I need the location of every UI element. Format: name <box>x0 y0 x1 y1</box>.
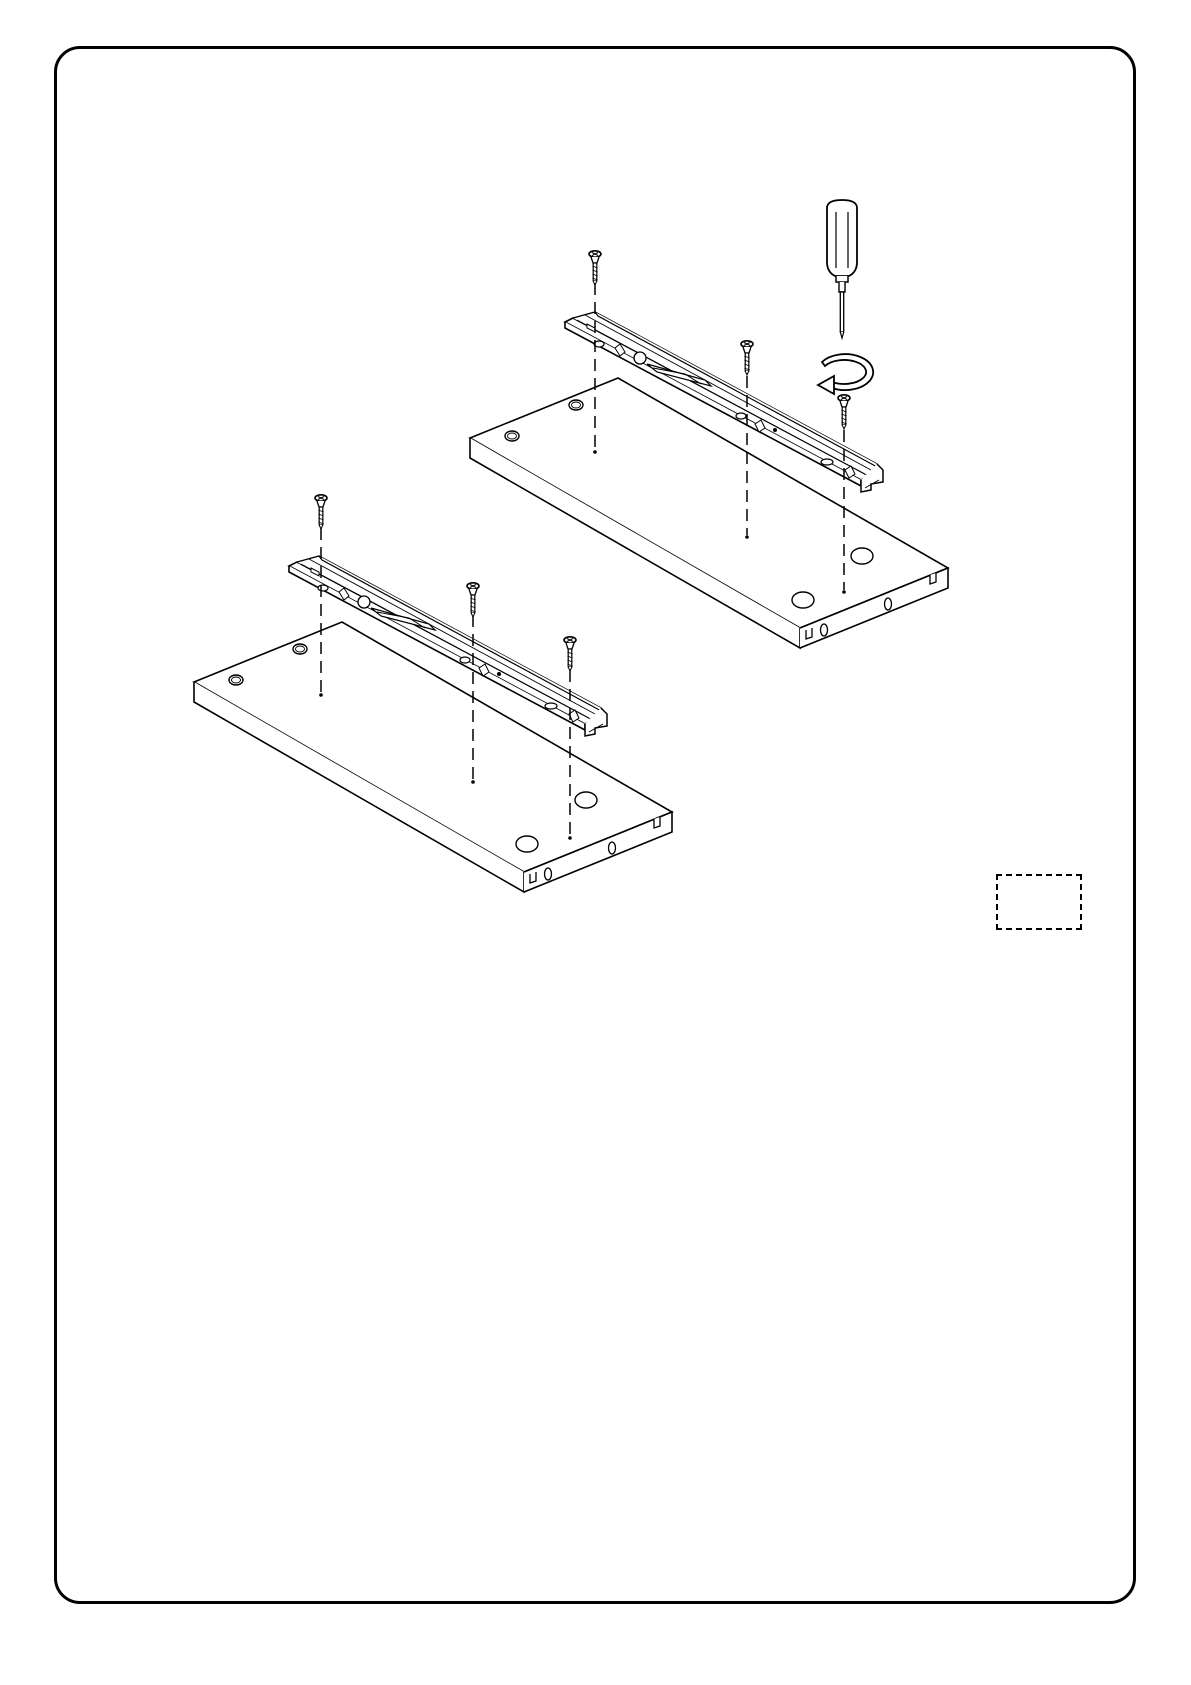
screw-icon <box>838 395 850 429</box>
part-label-box <box>996 874 1082 930</box>
drawer-bottom-board-upper <box>470 378 948 648</box>
clockwise-rotation-arrow-icon <box>818 354 873 394</box>
screw-icon <box>315 495 327 529</box>
screw-icon <box>741 341 753 375</box>
screwdriver-icon <box>827 200 857 338</box>
drawer-bottom-board-lower <box>194 622 672 892</box>
screw-icon <box>564 637 576 671</box>
screw-icon <box>467 583 479 617</box>
screw-icon <box>589 251 601 285</box>
